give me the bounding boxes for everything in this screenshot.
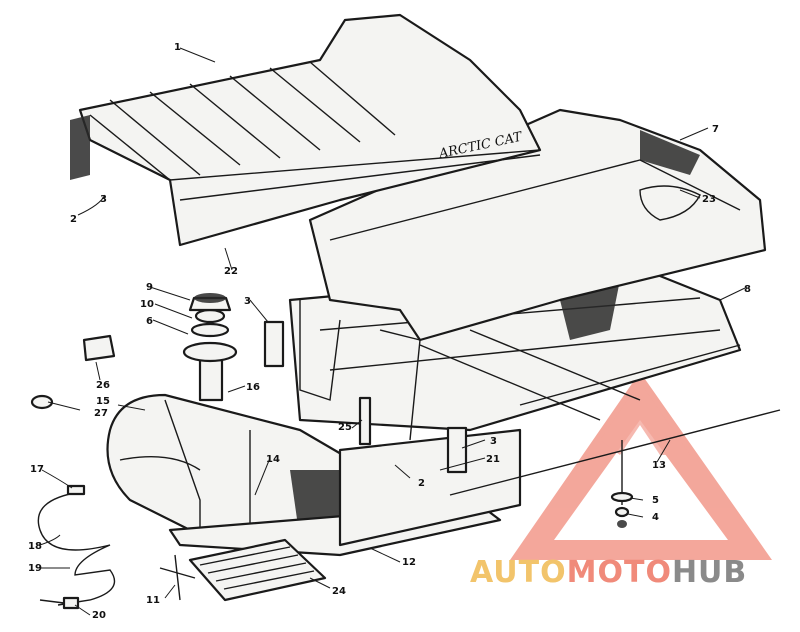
leader-lines — [39, 47, 746, 616]
callout-5: 5 — [652, 495, 659, 506]
callout-4: 4 — [652, 512, 659, 523]
callout-13: 13 — [652, 460, 666, 471]
watermark-moto: MOTO — [567, 555, 672, 590]
callout-3c: 3 — [100, 194, 107, 205]
fuel-cap-assembly — [182, 293, 238, 402]
rear-body-cowl — [299, 108, 767, 441]
callout-19: 19 — [28, 563, 42, 574]
rubber-pad-left — [263, 320, 285, 368]
callout-2b: 2 — [418, 478, 425, 489]
watermark-hub: HUB — [672, 555, 747, 590]
svg-text:AUTOMOTOHUB: AUTOMOTOHUB — [470, 555, 747, 590]
callout-22: 22 — [224, 266, 238, 277]
decal-plate — [82, 334, 116, 362]
foam-pad — [188, 538, 327, 602]
callout-14: 14 — [266, 454, 280, 465]
small-parts — [30, 320, 781, 610]
callout-26: 26 — [96, 380, 110, 391]
callout-12: 12 — [402, 557, 416, 568]
callout-23: 23 — [702, 194, 716, 205]
callout-1: 1 — [174, 42, 181, 53]
callout-2a: 2 — [70, 214, 77, 225]
watermark-text: AUTOMOTOHUB — [470, 555, 747, 590]
hose-clamp — [30, 394, 54, 410]
seat-cushion: ARCTIC CAT — [70, 13, 542, 247]
callout-20: 20 — [92, 610, 106, 621]
rubber-pad-right — [446, 426, 468, 474]
watermark-auto: AUTO — [470, 555, 567, 590]
callout-27: 27 — [94, 408, 108, 419]
callout-15: 15 — [96, 396, 110, 407]
callout-10: 10 — [140, 299, 154, 310]
callout-6: 6 — [146, 316, 153, 327]
callout-7: 7 — [712, 124, 719, 135]
callout-18: 18 — [28, 541, 42, 552]
tank-base-plate — [168, 428, 522, 557]
callout-17: 17 — [30, 464, 44, 475]
callout-numbers: 1 2 2 3 3 3 4 5 6 7 8 9 10 11 12 13 14 1… — [28, 42, 751, 621]
callout-24: 24 — [332, 586, 346, 597]
watermark-logo-triangle — [510, 372, 772, 560]
callout-21: 21 — [486, 454, 500, 465]
callout-3b: 3 — [490, 436, 497, 447]
callout-16: 16 — [246, 382, 260, 393]
callout-11: 11 — [146, 595, 160, 606]
callout-8: 8 — [744, 284, 751, 295]
callout-25: 25 — [338, 422, 352, 433]
callout-9: 9 — [146, 282, 153, 293]
callout-3a: 3 — [244, 296, 251, 307]
